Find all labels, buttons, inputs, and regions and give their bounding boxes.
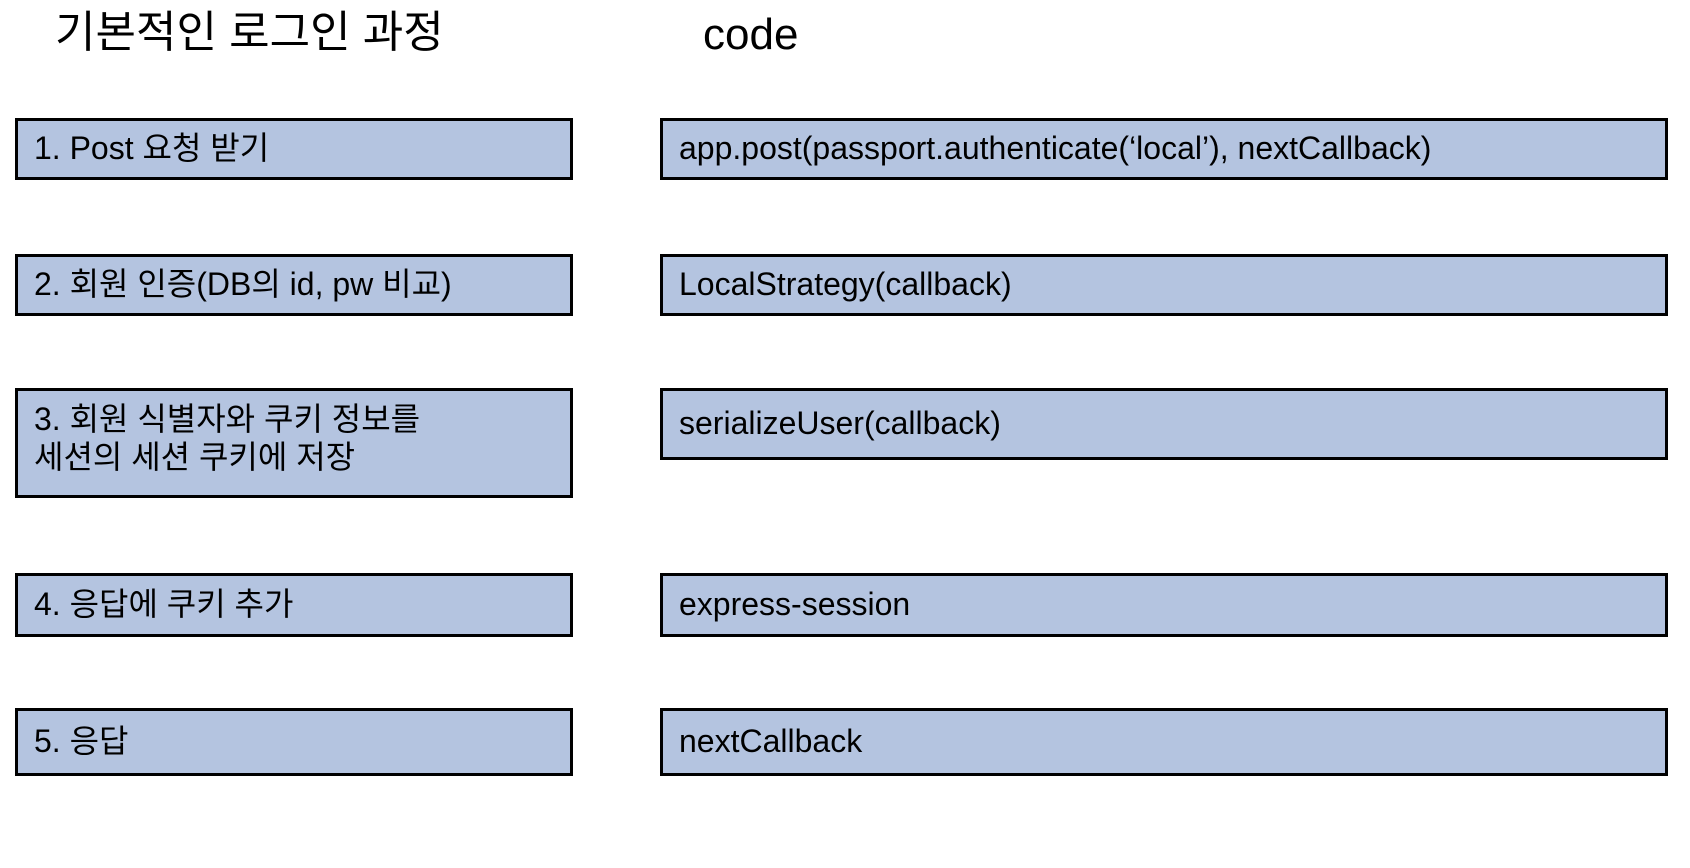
process-step-label-2: 2. 회원 인증(DB의 id, pw 비교)	[34, 266, 452, 303]
process-step-label-5: 5. 응답	[34, 723, 129, 760]
process-step-label-3: 3. 회원 식별자와 쿠키 정보를 세션의 세션 쿠키에 저장	[34, 401, 421, 475]
code-step-box-5[interactable]: nextCallback	[660, 708, 1668, 776]
code-step-label-1: app.post(passport.authenticate(‘local’),…	[679, 130, 1432, 167]
code-step-box-4[interactable]: express-session	[660, 573, 1668, 637]
code-step-label-2: LocalStrategy(callback)	[679, 266, 1012, 303]
process-column-heading: 기본적인 로그인 과정	[55, 8, 444, 57]
process-step-box-4[interactable]: 4. 응답에 쿠키 추가	[15, 573, 573, 637]
code-step-label-3: serializeUser(callback)	[679, 405, 1001, 442]
process-step-box-1[interactable]: 1. Post 요청 받기	[15, 118, 573, 180]
process-step-box-5[interactable]: 5. 응답	[15, 708, 573, 776]
process-step-label-4: 4. 응답에 쿠키 추가	[34, 586, 294, 623]
process-step-box-3[interactable]: 3. 회원 식별자와 쿠키 정보를 세션의 세션 쿠키에 저장	[15, 388, 573, 498]
code-column-heading: code	[703, 10, 799, 59]
code-step-box-3[interactable]: serializeUser(callback)	[660, 388, 1668, 460]
process-step-box-2[interactable]: 2. 회원 인증(DB의 id, pw 비교)	[15, 254, 573, 316]
process-step-label-1: 1. Post 요청 받기	[34, 130, 270, 167]
code-step-box-1[interactable]: app.post(passport.authenticate(‘local’),…	[660, 118, 1668, 180]
code-step-box-2[interactable]: LocalStrategy(callback)	[660, 254, 1668, 316]
code-step-label-4: express-session	[679, 586, 911, 623]
code-step-label-5: nextCallback	[679, 723, 863, 760]
